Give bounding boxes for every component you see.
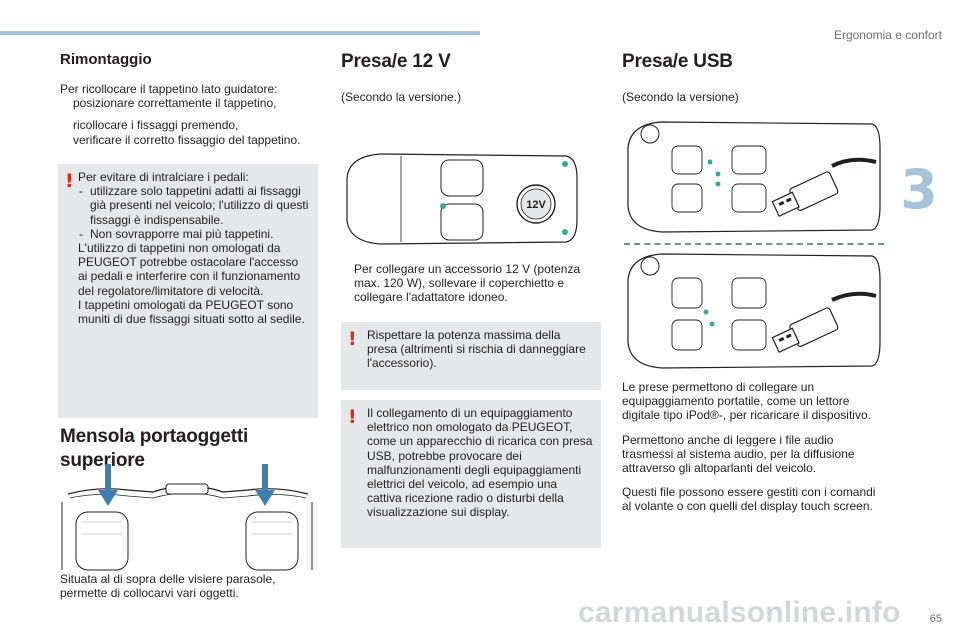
rimontaggio-title: Rimontaggio: [60, 51, 152, 68]
usb-plug-icon: [771, 307, 839, 353]
arrow-down-icon: [98, 464, 118, 506]
bullet-marker: [60, 118, 73, 132]
warning-note-power: ! Rispettare la potenza massima della pr…: [341, 322, 601, 390]
mensola-caption: Situata al di sopra delle visiere paraso…: [60, 572, 276, 601]
socket-marker-dot: [562, 229, 568, 235]
presa12-version: (Secondo la versione.): [341, 90, 462, 104]
bullet-item: verificare il corretto fissaggio del tap…: [60, 133, 322, 147]
dash-item: - utilizzare solo tappetini adatti ai fi…: [79, 184, 309, 227]
usb-plug-icon: [771, 171, 839, 217]
socket-marker-dot: [562, 161, 568, 167]
bullet-item: posizionare correttamente il tappetino,: [60, 96, 322, 110]
bullet-marker: [60, 96, 73, 110]
column-presa-usb: Presa/e USB (Secondo la versione): [622, 50, 884, 104]
arrow-down-icon: [255, 464, 275, 506]
watermark: carmanualsonline.info: [578, 596, 901, 629]
warning-note-pedals: ! Per evitare di intralciare i pedali: -…: [58, 164, 318, 418]
bullet-item: ricollocare i fissaggi premendo,: [60, 118, 322, 132]
steering-wheel-icon: [640, 256, 660, 276]
column-presa-12v: Presa/e 12 V (Secondo la versione.): [341, 50, 603, 104]
usb-version: (Secondo la versione): [622, 90, 739, 104]
usb-illustration-bottom: [627, 253, 881, 369]
usb-title: Presa/e USB: [622, 51, 733, 72]
column-rimontaggio: Rimontaggio Per ricollocare il tappetino…: [60, 50, 322, 147]
page-number: 65: [929, 613, 942, 625]
warning-note-equipment: ! Il collegamento di un equipaggiamento …: [341, 400, 601, 548]
overhead-shelf-illustration: [61, 464, 313, 571]
warning-icon: !: [348, 406, 357, 428]
steering-wheel-icon: [640, 124, 660, 144]
bullet-item: Per collegare un accessorio 12 V (potenz…: [341, 262, 601, 305]
12v-socket-illustration: 12V: [346, 153, 578, 245]
mensola-title: Mensola portaoggetti superiore: [60, 426, 249, 471]
presa12-title: Presa/e 12 V: [341, 51, 451, 72]
warning-icon: !: [348, 328, 357, 350]
usb-paragraph: Questi file possono essere gestiti con i…: [622, 485, 876, 514]
socket-label: 12V: [526, 199, 546, 211]
dashed-separator: [624, 243, 884, 245]
usb-paragraph: Le prese permettono di collegare un equi…: [622, 380, 871, 423]
section-title: Ergonomia e confort: [833, 28, 942, 42]
bullet-marker: [60, 133, 73, 147]
usb-illustration-top: [627, 121, 881, 233]
usb-paragraph: Permettono anche di leggere i file audio…: [622, 432, 855, 476]
chapter-number: 3: [900, 158, 938, 221]
usb-description: Le prese permettono di collegare un equi…: [622, 380, 884, 514]
rimontaggio-intro: Per ricollocare il tappetino lato guidat…: [60, 82, 278, 96]
dash-item: - Non sovrapporre mai più tappetini.: [79, 226, 274, 241]
socket-marker-dot: [440, 203, 446, 209]
header-accent-bar: [0, 31, 480, 35]
warning-icon: !: [65, 170, 74, 192]
bullet-marker: [341, 262, 354, 305]
